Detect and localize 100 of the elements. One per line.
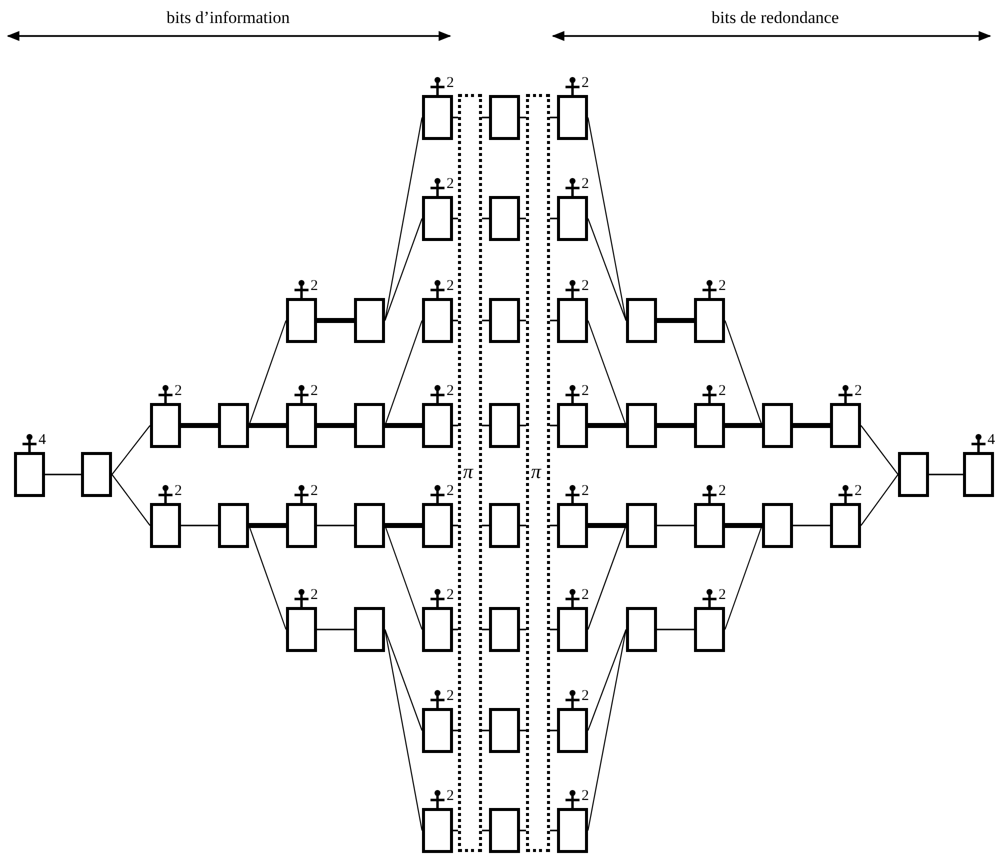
connector-line <box>550 320 557 322</box>
node-box <box>14 452 45 497</box>
degree-label: 2 <box>582 279 589 294</box>
node-box <box>626 503 657 548</box>
connector-line <box>550 424 557 426</box>
connector-line <box>588 523 626 528</box>
degree-label: 2 <box>446 789 454 804</box>
node-box <box>286 607 317 652</box>
connector-line <box>520 320 526 322</box>
connector-line <box>588 423 626 428</box>
node-box <box>557 403 588 448</box>
node-box <box>81 452 112 497</box>
node-box <box>286 298 317 343</box>
connector-line <box>550 218 557 220</box>
connector-line <box>793 524 830 526</box>
node-box <box>489 298 520 343</box>
node-box <box>489 808 520 853</box>
degree-label: 2 <box>310 588 318 603</box>
connector-line <box>317 628 354 630</box>
connector-line <box>248 320 287 426</box>
node-box <box>830 503 861 548</box>
connector-line <box>482 116 489 118</box>
degree-label: 2 <box>446 484 454 499</box>
degree-label: 2 <box>446 177 454 192</box>
connector-line <box>453 116 458 118</box>
connector-line <box>482 320 489 322</box>
node-box <box>422 298 453 343</box>
node-box <box>489 503 520 548</box>
node-box <box>218 403 249 448</box>
connector-line <box>317 318 354 323</box>
connector-line <box>453 628 458 630</box>
connector-line <box>482 524 489 526</box>
connector-line <box>385 423 422 428</box>
node-box <box>489 95 520 140</box>
node-box <box>150 503 181 548</box>
range-label: bits de redondance <box>712 8 839 28</box>
degree-label: 2 <box>718 279 726 294</box>
degree-label: 2 <box>582 177 589 192</box>
node-box <box>489 403 520 448</box>
connector-line <box>482 830 489 832</box>
node-box <box>354 403 385 448</box>
connector-line <box>657 524 694 526</box>
connector-line <box>587 117 627 321</box>
connector-line <box>453 830 458 832</box>
connector-line <box>249 523 286 528</box>
node-box <box>557 196 588 241</box>
connector-line <box>384 629 423 731</box>
connector-line <box>657 423 694 428</box>
degree-label: 2 <box>446 689 454 704</box>
degree-label: 2 <box>582 76 589 91</box>
connector-line <box>724 525 763 630</box>
connector-line <box>482 218 489 220</box>
node-box <box>354 503 385 548</box>
node-box <box>150 403 181 448</box>
node-box <box>422 607 453 652</box>
connector-line <box>384 525 423 630</box>
connector-line <box>317 524 354 526</box>
connector-line <box>929 474 963 476</box>
connector-line <box>385 523 422 528</box>
connector-line <box>112 425 150 475</box>
connector-line <box>724 320 763 426</box>
connector-line <box>657 318 694 323</box>
connector-line <box>725 423 762 428</box>
node-box <box>489 708 520 753</box>
degree-label: 2 <box>446 279 454 294</box>
degree-label: 2 <box>446 588 454 603</box>
node-box <box>286 403 317 448</box>
node-box <box>286 503 317 548</box>
connector-line <box>384 218 423 321</box>
connector-line <box>453 730 458 732</box>
node-box <box>557 607 588 652</box>
node-box <box>354 298 385 343</box>
node-box <box>963 452 994 497</box>
connector-line <box>248 525 287 630</box>
node-box <box>422 196 453 241</box>
degree-label: 2 <box>446 76 454 91</box>
degree-label: 2 <box>854 384 862 399</box>
node-box <box>557 503 588 548</box>
connector-line <box>520 830 526 832</box>
degree-label: 2 <box>582 484 589 499</box>
node-box <box>557 298 588 343</box>
interleaver-band <box>526 94 550 852</box>
range-label: bits d’information <box>166 8 290 28</box>
interleaver-band <box>458 94 482 852</box>
node-box <box>898 452 929 497</box>
connector-line <box>793 423 830 428</box>
degree-label: 2 <box>718 384 726 399</box>
node-box <box>830 403 861 448</box>
degree-label: 2 <box>718 588 726 603</box>
connector-line <box>482 424 489 426</box>
connector-line <box>520 218 526 220</box>
node-box <box>694 607 725 652</box>
connector-line <box>860 425 898 475</box>
connector-line <box>482 628 489 630</box>
node-box <box>626 607 657 652</box>
degree-label: 2 <box>718 484 726 499</box>
degree-label: 2 <box>310 484 318 499</box>
connector-line <box>384 320 423 426</box>
connector-line <box>550 628 557 630</box>
connector-line <box>550 830 557 832</box>
